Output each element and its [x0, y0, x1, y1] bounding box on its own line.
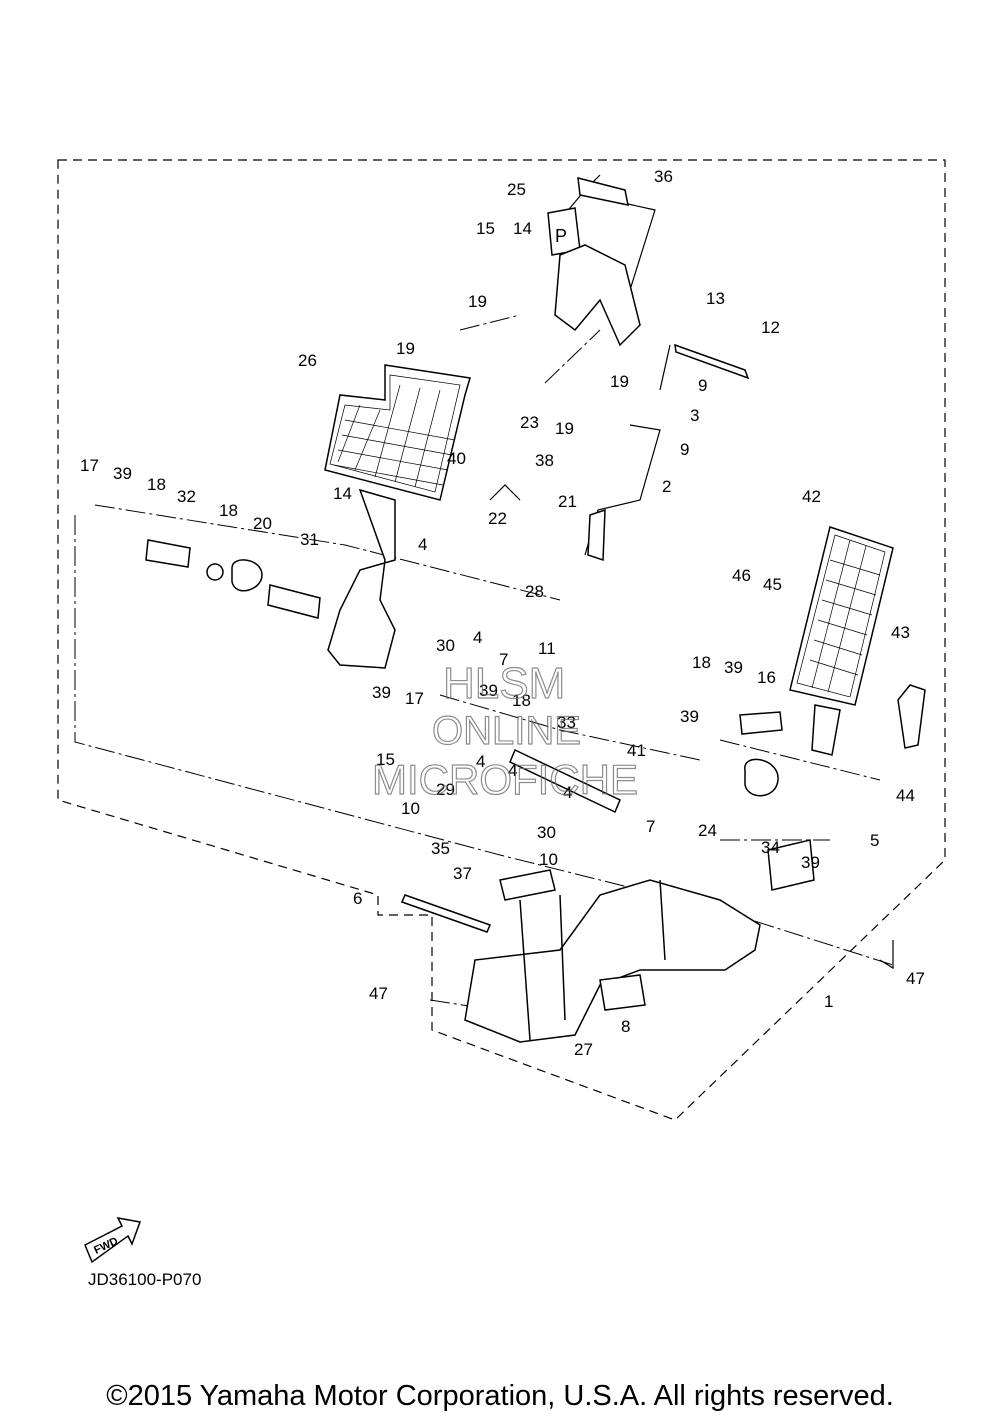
callout: 30 — [436, 636, 455, 655]
callout: 37 — [453, 864, 472, 883]
callout: 12 — [761, 318, 780, 337]
svg-text:HLSM: HLSM — [443, 659, 565, 708]
callout: 29 — [436, 780, 455, 799]
callout: 32 — [177, 487, 196, 506]
parking-lever: P — [547, 177, 750, 380]
callout: 18 — [219, 501, 238, 520]
shaft-parts — [145, 508, 926, 933]
watermark: HLSM ONLINE MICROFICHE — [371, 658, 638, 803]
callout: 6 — [353, 889, 362, 908]
callout: 7 — [646, 817, 655, 836]
callout: 30 — [537, 823, 556, 842]
callout: 16 — [757, 668, 776, 687]
callout: 8 — [621, 1017, 630, 1036]
copyright-notice: ©2015 Yamaha Motor Corporation, U.S.A. A… — [106, 1380, 894, 1412]
callout: 4 — [476, 752, 485, 771]
callout: 10 — [539, 850, 558, 869]
callout: 3 — [690, 406, 699, 425]
callout: 35 — [431, 839, 450, 858]
callout: 39 — [113, 464, 132, 483]
callout: 20 — [253, 514, 272, 533]
callout: 19 — [396, 339, 415, 358]
callout: 19 — [555, 419, 574, 438]
callout: 4 — [563, 783, 572, 802]
callout: 21 — [558, 492, 577, 511]
callout: 39 — [372, 683, 391, 702]
callout: 4 — [473, 628, 482, 647]
fwd-arrow-icon: FWD — [84, 1216, 142, 1264]
callout: 4 — [508, 761, 517, 780]
callout: 26 — [298, 351, 317, 370]
callout: 19 — [468, 292, 487, 311]
base-bracket — [464, 879, 761, 1043]
callout: 11 — [538, 639, 556, 658]
callout: 33 — [557, 713, 576, 732]
callout: 34 — [761, 838, 780, 857]
callout: 9 — [680, 440, 689, 459]
callout: 22 — [488, 509, 507, 528]
callout: 27 — [574, 1040, 593, 1059]
callout: 2 — [662, 477, 671, 496]
callout: 19 — [610, 372, 629, 391]
callout: 36 — [654, 167, 673, 186]
callout: 14 — [333, 484, 352, 503]
callout: 5 — [870, 831, 879, 850]
callout: 41 — [627, 741, 646, 760]
callout: 39 — [801, 853, 820, 872]
callout: 10 — [401, 799, 420, 818]
accelerator-pedal — [789, 526, 894, 756]
callout: 17 — [80, 456, 99, 475]
callout: 42 — [802, 487, 821, 506]
callout: 43 — [891, 623, 910, 642]
svg-text:MICROFICHE: MICROFICHE — [372, 756, 638, 803]
callout: 18 — [147, 475, 166, 494]
callout: 15 — [376, 750, 395, 769]
callout: 46 — [732, 566, 751, 585]
callout: 40 — [447, 449, 466, 468]
callout: 31 — [300, 530, 319, 549]
svg-text:ONLINE: ONLINE — [432, 709, 581, 753]
brake-pedal — [324, 364, 471, 669]
callout: 24 — [698, 821, 717, 840]
callout: 15 — [476, 219, 495, 238]
callout: 25 — [507, 180, 526, 199]
callout: 39 — [479, 681, 498, 700]
callout: 13 — [706, 289, 725, 308]
callout: 47 — [906, 969, 925, 988]
callout: 17 — [405, 689, 424, 708]
callout: 9 — [698, 376, 707, 395]
callout: 7 — [499, 650, 508, 669]
callout: 45 — [763, 575, 782, 594]
callout: 14 — [513, 219, 532, 238]
callout: 38 — [535, 451, 554, 470]
callout: 1 — [824, 992, 833, 1011]
callout: 23 — [520, 413, 539, 432]
callout: 44 — [896, 786, 915, 805]
callout: 18 — [512, 691, 531, 710]
callout: 18 — [692, 653, 711, 672]
callout-labels: 36 25 15 14 13 12 19 19 19 19 9 3 9 26 2… — [80, 167, 925, 1059]
callout: 39 — [680, 707, 699, 726]
diagram-code: JD36100-P070 — [88, 1270, 202, 1289]
callout: 4 — [418, 535, 427, 554]
callout: 28 — [525, 582, 544, 601]
callout: 47 — [369, 984, 388, 1003]
assembly-boundary — [57, 159, 946, 1121]
callout: 39 — [724, 658, 743, 677]
svg-text:P: P — [555, 226, 567, 246]
